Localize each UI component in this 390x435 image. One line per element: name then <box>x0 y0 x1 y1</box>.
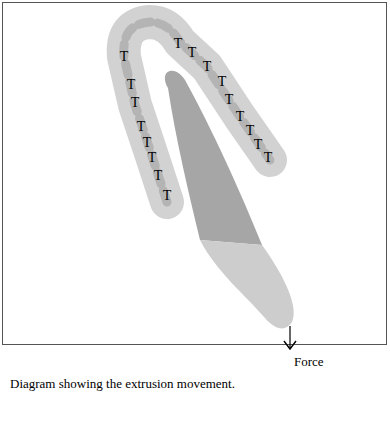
tension-marker: T <box>188 46 197 60</box>
tension-marker: T <box>137 120 146 134</box>
tension-marker: T <box>154 169 163 183</box>
tension-marker: T <box>264 151 273 165</box>
force-label: Force <box>294 355 324 368</box>
tension-marker: T <box>127 78 136 92</box>
tension-marker: T <box>120 50 129 64</box>
figure-frame <box>3 3 387 345</box>
tension-marker: T <box>225 93 234 107</box>
force-arrow <box>289 326 290 348</box>
tension-marker: T <box>131 96 140 110</box>
figure-caption: Diagram showing the extrusion movement. <box>10 377 235 390</box>
tension-marker: T <box>148 151 157 165</box>
tension-marker: T <box>163 189 172 203</box>
tension-marker: T <box>236 110 245 124</box>
tension-marker: T <box>203 60 212 74</box>
tension-marker: T <box>143 136 152 150</box>
tension-marker: T <box>254 138 263 152</box>
tension-marker: T <box>246 124 255 138</box>
tooth-root <box>165 71 262 245</box>
tooth-crown <box>200 240 294 328</box>
tension-marker: T <box>218 75 227 89</box>
tension-marker: T <box>174 37 183 51</box>
force-arrowhead <box>284 341 296 349</box>
